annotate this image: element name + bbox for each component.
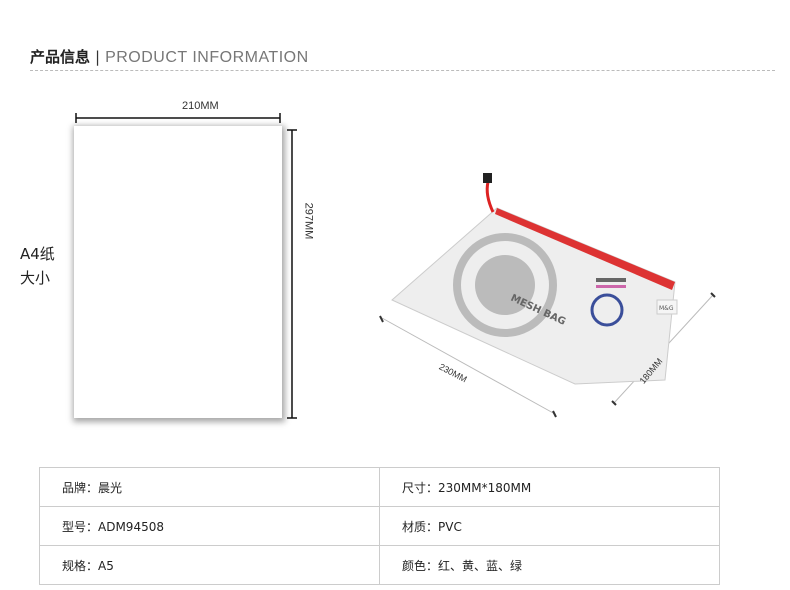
a4-paper — [74, 126, 282, 418]
spec-material: 材质：PVC — [379, 506, 720, 546]
header-title-cn: 产品信息 — [30, 48, 91, 66]
table-row: 品牌：晨光尺寸：230MM*180MM — [39, 467, 720, 507]
spec-model: 型号：ADM94508 — [39, 506, 380, 546]
spec-size: 尺寸：230MM*180MM — [379, 467, 720, 507]
bag-tag-text: M&G — [659, 305, 674, 312]
a4-label-line1: A4纸 — [20, 245, 55, 263]
paper-width-label: 210MM — [182, 100, 219, 112]
mesh-bag-image: MESH BAG M&G — [391, 173, 678, 385]
a4-label-line2: 大小 — [20, 269, 51, 287]
spec-format: 规格：A5 — [39, 545, 380, 585]
header-divider — [30, 70, 775, 71]
paper-height-label: 297MM — [302, 202, 315, 240]
section-header: 产品信息|PRODUCT INFORMATION — [30, 46, 309, 67]
spec-brand: 品牌：晨光 — [39, 467, 380, 507]
header-title-en: PRODUCT INFORMATION — [105, 49, 309, 66]
spec-colors: 颜色：红、黄、蓝、绿 — [379, 545, 720, 585]
header-separator: | — [95, 48, 101, 66]
a4-paper-label: A4纸 大小 — [20, 242, 55, 290]
